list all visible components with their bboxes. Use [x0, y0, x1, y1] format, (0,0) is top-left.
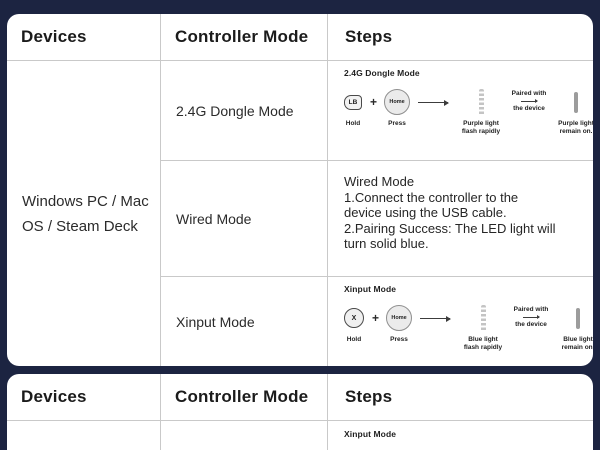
flash-light-unit: Blue light flash rapidly: [463, 303, 503, 352]
header-devices: Devices: [7, 14, 160, 61]
plus-icon: +: [372, 311, 380, 325]
home-button-icon: Home: [386, 305, 413, 331]
press-unit: Home Press: [386, 303, 413, 344]
header-steps: Steps: [327, 374, 593, 421]
pairing-diagram-24g: LB Hold + Home Press Purple light flash …: [344, 87, 593, 136]
device-cell-partial: [7, 421, 160, 450]
paired-with-device-label: Paired with the device: [511, 90, 547, 112]
flash-light-unit: Purple light flash rapidly: [461, 87, 501, 136]
steps-cell-wired: Wired Mode 1.Connect the controller to t…: [327, 161, 593, 277]
solid-light-icon: [573, 91, 579, 113]
flash-caption: Blue light flash rapidly: [463, 336, 503, 352]
x-button-icon: X: [344, 308, 364, 328]
hold-caption: Hold: [346, 336, 362, 343]
home-button-icon: Home: [384, 89, 411, 115]
steps-cell-xinput: Xinput Mode X Hold + Home Press Blue lig…: [327, 277, 593, 366]
remain-caption: Blue light remain on.: [561, 336, 593, 352]
small-right-arrow-icon: [523, 315, 541, 320]
steps-cell-partial: Xinput Mode: [327, 421, 593, 450]
mode-cell-24g: 2.4G Dongle Mode: [160, 61, 327, 161]
remain-caption: Purple light remain on.: [558, 120, 593, 136]
hold-caption: Hold: [345, 120, 361, 127]
flashing-light-icon: [480, 304, 486, 332]
right-arrow-icon: [420, 315, 452, 322]
lb-button-icon: LB: [344, 94, 362, 110]
press-caption: Press: [390, 336, 408, 343]
header-devices: Devices: [7, 374, 160, 421]
flash-caption: Purple light flash rapidly: [461, 120, 501, 136]
steps-title-xinput-partial: Xinput Mode: [344, 429, 397, 439]
header-controller-mode: Controller Mode: [160, 374, 327, 421]
solid-light-icon: [575, 307, 581, 329]
solid-light-unit: Blue light remain on.: [558, 303, 593, 352]
wired-step-2: 2.Pairing Success: The LED light will tu…: [344, 220, 556, 252]
mode-cell-partial: [160, 421, 327, 450]
header-steps: Steps: [327, 14, 593, 61]
paired-with-device-label: Paired with the device: [513, 306, 549, 328]
small-right-arrow-icon: [521, 99, 539, 104]
steps-title-xinput: Xinput Mode: [344, 284, 397, 294]
solid-light-unit: Purple light remain on.: [556, 87, 593, 136]
press-unit: Home Press: [384, 87, 411, 128]
press-caption: Press: [388, 120, 406, 127]
hold-unit: X Hold: [344, 303, 364, 344]
flashing-light-icon: [478, 88, 484, 116]
steps-title-24g: 2.4G Dongle Mode: [344, 68, 420, 78]
wired-steps-title: Wired Mode: [344, 174, 415, 189]
top-table: Devices Controller Mode Steps Windows PC…: [7, 14, 593, 366]
plus-icon: +: [370, 95, 378, 109]
wired-step-1: 1.Connect the controller to the device u…: [344, 189, 519, 221]
pairing-diagram-xinput: X Hold + Home Press Blue light flash rap…: [344, 303, 593, 352]
hold-unit: LB Hold: [344, 87, 362, 128]
mode-cell-xinput: Xinput Mode: [160, 277, 327, 366]
device-group-cell: Windows PC / Mac OS / Steam Deck: [22, 192, 149, 235]
steps-cell-24g: 2.4G Dongle Mode LB Hold + Home Press Pu…: [327, 61, 593, 161]
mode-cell-wired: Wired Mode: [160, 161, 327, 277]
right-arrow-icon: [418, 99, 450, 106]
bottom-table: Devices Controller Mode Steps Xinput Mod…: [7, 374, 593, 450]
header-controller-mode: Controller Mode: [160, 14, 327, 61]
